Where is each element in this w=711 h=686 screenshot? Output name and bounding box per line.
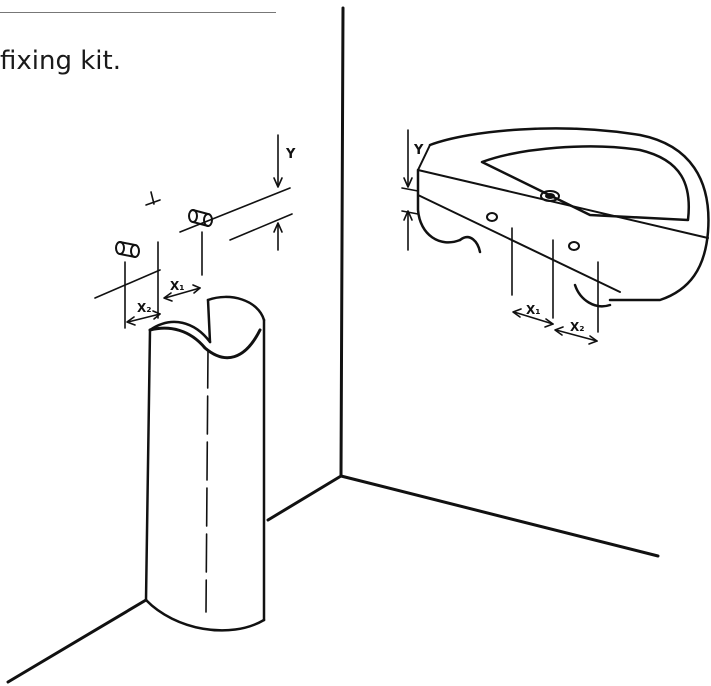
floor-line-right: [339, 474, 660, 558]
wall-corner-edge: [339, 6, 345, 478]
label-y-wall: Y: [285, 147, 296, 162]
room-corner: [6, 6, 660, 684]
floor-line-left-lower: [6, 598, 148, 684]
top-rule: [0, 12, 276, 13]
bolt-left-icon: [115, 241, 140, 258]
label-x2-basin: X₂: [570, 320, 585, 334]
wall-basin: [401, 127, 710, 345]
label-x1-basin: X₁: [526, 303, 541, 317]
label-x2-wall: X₂: [137, 301, 152, 315]
label-y-basin: Y: [413, 143, 424, 158]
caption-text: fixing kit.: [0, 46, 121, 76]
floor-line-left-upper: [266, 474, 343, 522]
pedestal: [144, 295, 266, 632]
wall-fixing-points: [94, 134, 293, 329]
fixing-hole-left-icon: [486, 212, 498, 222]
label-x1-wall: X₁: [170, 279, 185, 293]
tap-hole-icon: [540, 190, 560, 202]
fixing-hole-right-icon: [568, 241, 580, 251]
